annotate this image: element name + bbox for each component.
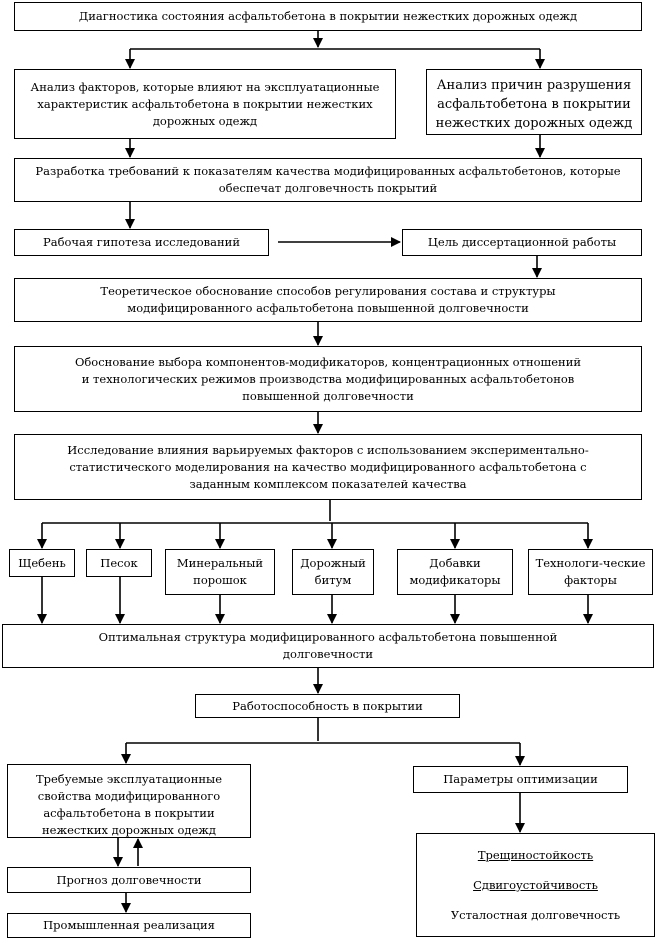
box-hypothesis-text: Рабочая гипотеза исследований — [42, 235, 241, 249]
box-sand: Песок — [86, 549, 152, 577]
box-optimization: Параметры оптимизации — [413, 766, 628, 793]
box-diagnostics-text: Диагностика состояния асфальтобетона в п… — [78, 9, 578, 23]
box-bitumen: Дорожный битум — [292, 549, 374, 595]
box-additives-text: Добавки модификаторы — [409, 556, 501, 587]
box-failure-analysis: Анализ причин разрушения асфальтобетона … — [426, 69, 642, 135]
box-sand-text: Песок — [100, 555, 138, 570]
param-crack-resistance: Трещиностойкость — [477, 848, 594, 862]
param-fatigue-durability: Усталостная долговечность — [450, 908, 621, 922]
box-mineral-powder-text: Минеральный порошок — [176, 556, 264, 587]
box-implementation-text: Промышленная реализация — [43, 918, 215, 932]
box-research: Исследование влияния варьируемых факторо… — [14, 434, 642, 500]
box-theory: Теоретическое обоснование способов регул… — [14, 278, 642, 322]
box-requirements-text: Разработка требований к показателям каче… — [35, 164, 621, 195]
box-mineral-powder: Минеральный порошок — [165, 549, 275, 595]
param-shear-resistance: Сдвигоустойчивость — [473, 878, 598, 892]
box-diagnostics: Диагностика состояния асфальтобетона в п… — [14, 2, 642, 31]
box-factors-analysis-text: Анализ факторов, которые влияют на экспл… — [30, 79, 380, 128]
box-performance: Работоспособность в покрытии — [195, 694, 460, 718]
box-hypothesis: Рабочая гипотеза исследований — [14, 229, 269, 256]
box-required-properties: Требуемые эксплуатационные свойства моди… — [7, 764, 251, 838]
box-forecast-text: Прогноз долговечности — [56, 872, 202, 887]
box-failure-analysis-text: Анализ причин разрушения асфальтобетона … — [435, 78, 633, 131]
box-theory-text: Теоретическое обоснование способов регул… — [100, 284, 556, 315]
box-components: Обоснование выбора компонентов-модификат… — [14, 346, 642, 412]
box-goal: Цель диссертационной работы — [402, 229, 642, 256]
box-requirements: Разработка требований к показателям каче… — [14, 158, 642, 202]
box-goal-text: Цель диссертационной работы — [427, 235, 617, 249]
box-required-properties-text: Требуемые эксплуатационные свойства моди… — [35, 772, 223, 837]
box-components-text: Обоснование выбора компонентов-модификат… — [74, 354, 582, 403]
box-performance-text: Работоспособность в покрытии — [232, 698, 423, 713]
box-tech-factors-text: Технологи-ческие факторы — [535, 556, 646, 587]
box-factors-analysis: Анализ факторов, которые влияют на экспл… — [14, 69, 396, 139]
box-tech-factors: Технологи-ческие факторы — [528, 549, 653, 595]
box-crushed-stone-text: Щебень — [18, 555, 66, 570]
box-implementation: Промышленная реализация — [7, 913, 251, 938]
box-optimal-structure: Оптимальная структура модифицированного … — [2, 624, 654, 668]
box-optimization-text: Параметры оптимизации — [443, 772, 598, 786]
box-forecast: Прогноз долговечности — [7, 867, 251, 893]
box-optimization-params: Трещиностойкость Сдвигоустойчивость Уста… — [416, 833, 655, 937]
box-additives: Добавки модификаторы — [397, 549, 513, 595]
box-crushed-stone: Щебень — [9, 549, 75, 577]
box-optimal-structure-text: Оптимальная структура модифицированного … — [98, 630, 558, 661]
box-bitumen-text: Дорожный битум — [300, 556, 366, 587]
box-research-text: Исследование влияния варьируемых факторо… — [67, 442, 589, 491]
